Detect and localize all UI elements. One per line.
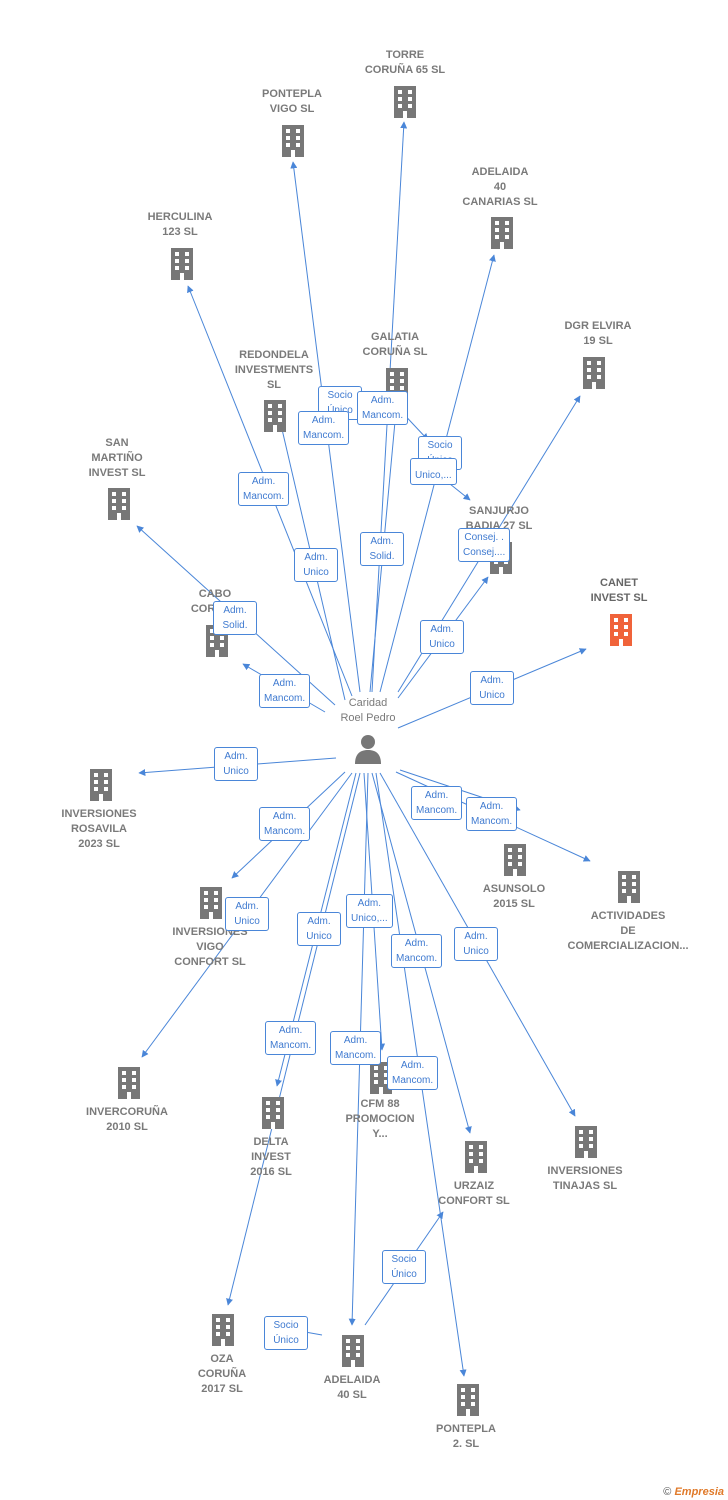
company-oza[interactable]: OZA CORUÑA 2017 SL [147,1352,297,1397]
company-adelaida40[interactable]: ADELAIDA 40 SL [277,1373,427,1403]
company-label: OZA CORUÑA 2017 SL [197,1353,247,1395]
relation-label[interactable]: Adm. Mancom. [259,674,311,708]
company-galatia[interactable]: GALATIA CORUÑA SL [320,330,470,360]
company-label: PONTEPLA VIGO SL [262,88,322,115]
building-icon[interactable] [166,246,198,282]
relation-label[interactable]: Adm. Unico [297,912,341,946]
company-label: ACTIVIDADES DE COMERCIALIZACION... [567,910,689,952]
relation-label[interactable]: Adm. Solid. [213,601,257,635]
relation-label[interactable]: Adm. Unico [214,747,258,781]
company-pontepla2[interactable]: PONTEPLA 2. SL [391,1422,541,1452]
relation-label[interactable]: Adm. Unico [420,620,464,654]
company-label: URZAIZ CONFORT SL [438,1180,510,1207]
relation-label[interactable]: Adm. Mancom. [298,411,350,445]
relation-label[interactable]: Adm. Mancom. [259,807,311,841]
company-invercoruna[interactable]: INVERCORUÑA 2010 SL [52,1105,202,1135]
relation-label[interactable]: Adm. Mancom. [265,1021,317,1055]
relation-label[interactable]: Adm. Mancom. [357,391,409,425]
building-icon[interactable] [578,355,610,391]
company-label: INVERSIONES TINAJAS SL [547,1165,623,1192]
building-icon[interactable] [103,486,135,522]
company-cfm[interactable]: CFM 88 PROMOCION Y... [305,1097,455,1142]
company-label: INVERSIONES ROSAVILA 2023 SL [61,808,137,850]
company-label: INVERSIONES VIGO CONFORT SL [172,926,248,968]
relation-label[interactable]: Adm. Unico,... [346,894,393,928]
company-san-martino[interactable]: SAN MARTIÑO INVEST SL [42,436,192,481]
company-label: INVERCORUÑA 2010 SL [86,1106,168,1133]
relation-label[interactable]: Adm. Mancom. [387,1056,439,1090]
company-label: ADELAIDA 40 CANARIAS SL [462,166,538,208]
relation-label[interactable]: Adm. Unico [225,897,269,931]
footer-brand[interactable]: © Empresia [663,1486,724,1498]
building-icon[interactable] [85,767,117,803]
building-icon[interactable] [499,842,531,878]
relation-label[interactable]: Adm. Unico [454,927,498,961]
company-delta[interactable]: DELTA INVEST 2016 SL [196,1135,346,1180]
building-icon[interactable] [207,1312,239,1348]
building-icon[interactable] [277,123,309,159]
relation-label[interactable]: Adm. Unico [294,548,338,582]
building-icon[interactable] [460,1139,492,1175]
building-icon[interactable] [570,1124,602,1160]
relation-label[interactable]: Socio Único [264,1316,308,1350]
building-icon[interactable] [337,1333,369,1369]
building-icon[interactable] [257,1095,289,1131]
brand-logo: Empresia [674,1486,724,1498]
relation-label[interactable]: Adm. Mancom. [330,1031,382,1065]
building-icon[interactable] [389,84,421,120]
relation-label[interactable]: Adm. Unico [470,671,514,705]
company-urzaiz[interactable]: URZAIZ CONFORT SL [399,1179,549,1209]
company-pontepla-vigo[interactable]: PONTEPLA VIGO SL [217,87,367,117]
company-label: CANET INVEST SL [590,577,648,604]
company-redondela[interactable]: REDONDELA INVESTMENTS SL [199,348,349,393]
company-tinajas[interactable]: INVERSIONES TINAJAS SL [510,1164,660,1194]
relation-label[interactable]: Adm. Solid. [360,532,404,566]
company-label: ASUNSOLO 2015 SL [482,883,546,910]
company-asunsolo[interactable]: ASUNSOLO 2015 SL [439,882,589,912]
company-label: HERCULINA 123 SL [147,211,213,238]
relation-label[interactable]: Consej. . Consej.... [458,528,511,562]
company-vigo-confort[interactable]: INVERSIONES VIGO CONFORT SL [135,925,285,970]
company-label: TORRE CORUÑA 65 SL [364,49,446,76]
company-canet[interactable]: CANET INVEST SL [544,576,694,606]
person-node[interactable]: Caridad Roel Pedro [318,696,418,771]
company-label: DGR ELVIRA 19 SL [564,320,632,347]
building-icon[interactable] [486,215,518,251]
company-label: REDONDELA INVESTMENTS SL [234,349,314,391]
company-dgr[interactable]: DGR ELVIRA 19 SL [523,319,673,349]
company-label: CFM 88 PROMOCION Y... [345,1098,415,1140]
relation-label[interactable]: Adm. Mancom. [466,797,518,831]
building-icon[interactable] [113,1065,145,1101]
relation-label[interactable]: Adm. Mancom. [238,472,290,506]
company-actividades[interactable]: ACTIVIDADES DE COMERCIALIZACION... [553,909,703,954]
relation-label[interactable]: Socio Único [382,1250,426,1284]
building-icon[interactable] [365,1060,397,1096]
company-torre[interactable]: TORRE CORUÑA 65 SL [330,48,480,78]
building-icon-focus[interactable] [605,612,637,648]
company-label: DELTA INVEST 2016 SL [250,1136,292,1178]
building-icon[interactable] [195,885,227,921]
company-rosavila[interactable]: INVERSIONES ROSAVILA 2023 SL [24,807,174,852]
copyright-icon: © [663,1486,672,1498]
building-icon[interactable] [259,398,291,434]
relation-label[interactable]: Adm. Mancom. [391,934,443,968]
company-label: GALATIA CORUÑA SL [362,331,428,358]
building-icon[interactable] [613,869,645,905]
building-icon[interactable] [452,1382,484,1418]
company-herculina[interactable]: HERCULINA 123 SL [105,210,255,240]
company-label: ADELAIDA 40 SL [323,1374,381,1401]
relation-label[interactable]: Unico,... [410,458,457,485]
company-adelaida-canarias[interactable]: ADELAIDA 40 CANARIAS SL [425,165,575,210]
person-icon [355,735,381,764]
relation-label[interactable]: Adm. Mancom. [411,786,463,820]
company-label: SAN MARTIÑO INVEST SL [88,437,146,479]
person-label: Caridad Roel Pedro [340,697,396,724]
company-label: PONTEPLA 2. SL [436,1423,496,1450]
